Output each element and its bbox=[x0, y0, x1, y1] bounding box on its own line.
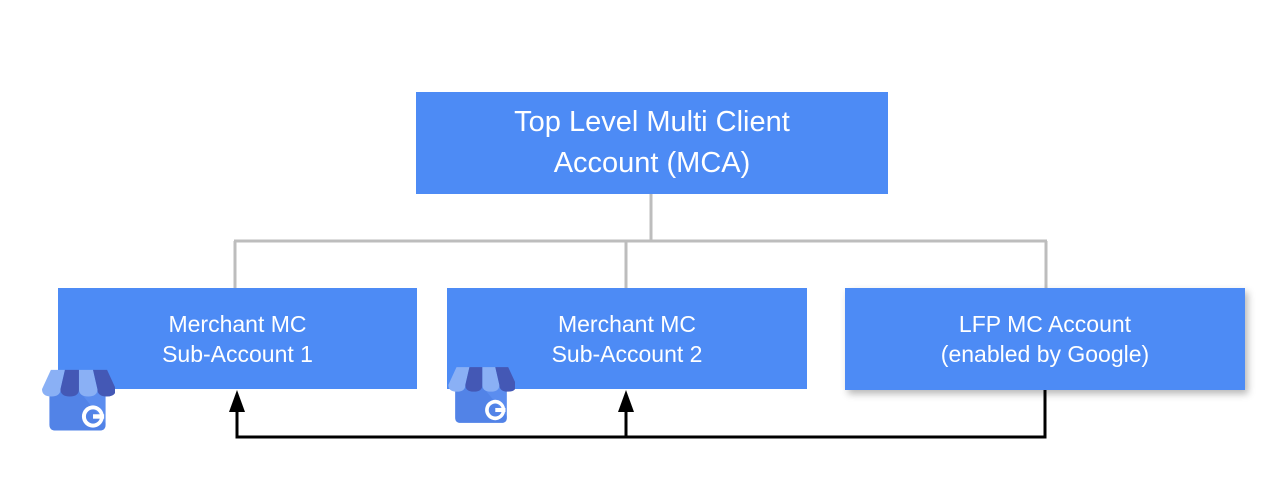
google-business-profile-icon bbox=[42, 369, 115, 431]
awning-panel-3 bbox=[482, 367, 500, 392]
node-lfp-mc-account[interactable]: LFP MC Account (enabled by Google) bbox=[845, 288, 1245, 390]
awning-panel-3 bbox=[78, 369, 98, 397]
awning-panel-2 bbox=[60, 369, 79, 397]
node-merchant-mc-sub-account-1[interactable]: Merchant MC Sub-Account 1 bbox=[58, 288, 417, 389]
arrow-path-lfp-to-sub1 bbox=[235, 390, 1047, 439]
awning-panel-1 bbox=[448, 367, 470, 392]
arrowhead-sub1 bbox=[229, 390, 245, 412]
node-merchant-mc-sub-account-2[interactable]: Merchant MC Sub-Account 2 bbox=[447, 288, 807, 389]
node-top-level-mca[interactable]: Top Level Multi Client Account (MCA) bbox=[416, 92, 888, 194]
awning-panel-4 bbox=[93, 369, 115, 397]
awning-panel-2 bbox=[465, 367, 483, 392]
google-g-letter bbox=[81, 405, 105, 428]
awning-panel-1 bbox=[42, 369, 65, 397]
arrowhead-sub2 bbox=[618, 390, 634, 412]
awning-panel-4 bbox=[495, 367, 515, 392]
shop-body-shade bbox=[49, 389, 106, 431]
google-business-profile-icon bbox=[448, 367, 515, 423]
